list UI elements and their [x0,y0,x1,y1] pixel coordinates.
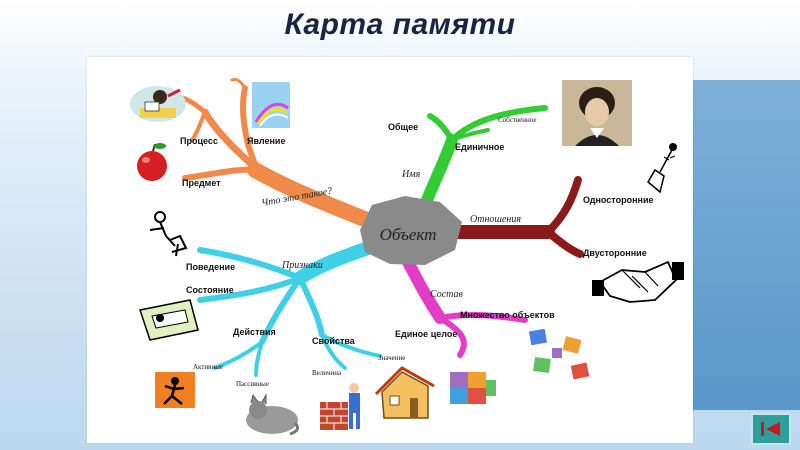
leaf-active: Активные [193,363,223,371]
first-slide-button[interactable] [751,413,791,445]
branch-label-name: Имя [401,169,421,180]
leaf-whole: Единое целое [395,329,457,339]
bricks-icon [320,383,360,430]
stick-figure-icon [149,211,188,257]
first-slide-icon [761,422,780,436]
leaf-value: Значение [378,354,405,362]
leaf-general: Общее [388,122,418,132]
handshake-icon [592,260,684,303]
leaf-single: Единичное [455,142,504,152]
branch-signs [197,241,382,377]
portrait-icon [562,80,632,146]
leaf-behavior: Поведение [186,262,235,272]
reading-person-icon [130,86,186,122]
leaf-subject: Предмет [182,178,221,188]
leaf-phenomenon: Явление [247,136,285,146]
branch-what [172,77,380,230]
leaf-actions: Действия [233,327,276,337]
slide-title: Карта памяти [284,8,516,41]
center-node: Объект [360,196,462,265]
leaf-set: Множество объектов [460,310,555,320]
puzzle-whole-icon [450,372,496,404]
branch-label-composition: Состав [430,289,464,300]
leaf-state: Состояние [186,285,234,295]
branch-label-signs: Признаки [281,260,323,271]
sleeping-person-icon [139,299,199,341]
leaf-properties: Свойства [312,336,356,346]
leaf-own: Собственное [498,116,536,124]
hand-flower-icon [647,143,677,194]
rainbow-icon [252,82,290,128]
house-icon [374,366,435,419]
leaf-one-sided: Односторонние [583,195,654,205]
cat-icon [246,393,300,436]
branch-composition [402,256,528,358]
leaf-passive: Пассивные [236,380,269,388]
leaf-process: Процесс [180,136,218,146]
apple-icon [137,143,167,181]
branch-relations [448,176,584,258]
running-man-icon [155,372,195,408]
decorative-band [690,80,800,410]
branch-name [419,105,548,211]
leaf-two-sided: Двусторонние [583,248,647,258]
leaf-magnitude: Величина [312,369,342,377]
center-label: Объект [380,225,437,244]
branch-label-relations: Отношения [470,214,521,225]
puzzle-pieces-icon [528,328,590,380]
